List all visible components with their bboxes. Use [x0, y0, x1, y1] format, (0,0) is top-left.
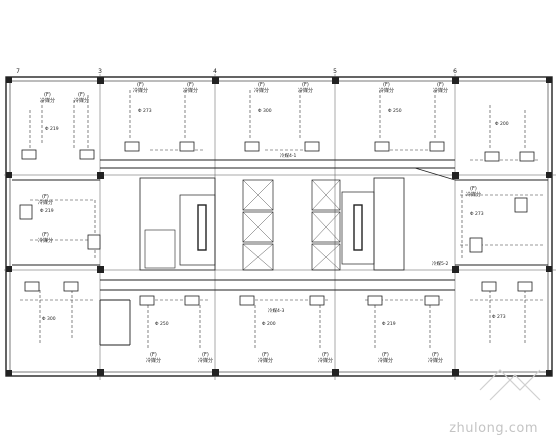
unit-tag: 冷媒分 — [428, 357, 443, 364]
unit-tag: 冷媒分 — [133, 87, 148, 94]
unit-labels: (F) 冷媒分 (F) 冷媒分 (F) 冷媒分 (F) 冷媒分 (F) 冷媒分 … — [38, 82, 481, 364]
refrigerant-pipes — [20, 90, 545, 350]
pipe-size: Φ 273 — [470, 211, 484, 217]
grid-labels-top: 3 4 5 6 7 — [16, 68, 457, 75]
grid-label: 6 — [453, 68, 457, 75]
pipe-size-labels: Φ 219 Φ 273 Φ 300 Φ 250 Φ 200 Φ 219 Φ 27… — [40, 108, 509, 327]
unit-code: (F) — [302, 82, 309, 88]
unit-code: (F) — [42, 232, 49, 238]
watermark-text: zhulong.com — [449, 421, 538, 436]
pipe-size: Φ 300 — [258, 108, 272, 114]
unit-tag: 冷媒分 — [298, 87, 313, 94]
unit-tag: 冷媒分 — [183, 87, 198, 94]
unit-tag: 冷媒分 — [38, 237, 53, 244]
unit-code: (F) — [44, 92, 51, 98]
unit-tag: 冷媒分 — [433, 87, 448, 94]
unit-code: (F) — [42, 194, 49, 200]
pipe-size: Φ 250 — [155, 321, 169, 327]
watermark-logo — [479, 369, 541, 401]
pipe-size: Φ 250 — [388, 108, 402, 114]
unit-code: (F) — [202, 352, 209, 358]
grid-label: 4 — [213, 68, 217, 75]
unit-code: (F) — [470, 186, 477, 192]
unit-code: (F) — [432, 352, 439, 358]
unit-tag: 冷媒分 — [198, 357, 213, 364]
building-outline — [5, 76, 553, 377]
unit-code: (F) — [137, 82, 144, 88]
pipe-size: Φ 200 — [495, 121, 509, 127]
unit-tag: 冷媒分 — [38, 199, 53, 206]
pipe-size: Φ 273 — [492, 314, 506, 320]
unit-tag: 冷媒分 — [254, 87, 269, 94]
unit-code: (F) — [383, 82, 390, 88]
unit-tag: 冷媒分 — [40, 97, 55, 104]
unit-tag: 冷媒分 — [378, 357, 393, 364]
unit-tag: 冷媒分 — [318, 357, 333, 364]
structural-columns — [6, 77, 552, 376]
note: 冷媒4-3 — [268, 307, 284, 314]
grid-label: 5 — [333, 68, 337, 75]
unit-tag: 冷媒分 — [258, 357, 273, 364]
building-core — [139, 177, 405, 271]
trunk-pipes — [100, 167, 456, 281]
grid-lines — [4, 74, 556, 380]
grid-label: 7 — [16, 68, 20, 75]
unit-code: (F) — [258, 82, 265, 88]
pipe-size: Φ 273 — [138, 108, 152, 114]
unit-code: (F) — [150, 352, 157, 358]
notes: 冷媒4-1 冷媒5-2 冷媒4-3 — [268, 152, 448, 314]
pipe-size: Φ 219 — [382, 321, 396, 327]
unit-code: (F) — [437, 82, 444, 88]
unit-code: (F) — [262, 352, 269, 358]
unit-tag: 冷媒分 — [379, 87, 394, 94]
note: 冷媒4-1 — [280, 152, 296, 159]
grid-label: 3 — [98, 68, 102, 75]
pipe-size: Φ 200 — [262, 321, 276, 327]
partition-walls — [12, 159, 548, 346]
unit-tag: 冷媒分 — [466, 191, 481, 198]
unit-code: (F) — [187, 82, 194, 88]
unit-code: (F) — [322, 352, 329, 358]
unit-code: (F) — [78, 92, 85, 98]
note: 冷媒5-2 — [432, 260, 448, 267]
indoor-units — [19, 141, 535, 306]
pipe-size: Φ 219 — [45, 126, 59, 132]
unit-code: (F) — [382, 352, 389, 358]
pipe-size: Φ 300 — [42, 316, 56, 322]
pipe-size: Φ 219 — [40, 208, 54, 214]
unit-tag: 冷媒分 — [74, 97, 89, 104]
unit-tag: 冷媒分 — [146, 357, 161, 364]
